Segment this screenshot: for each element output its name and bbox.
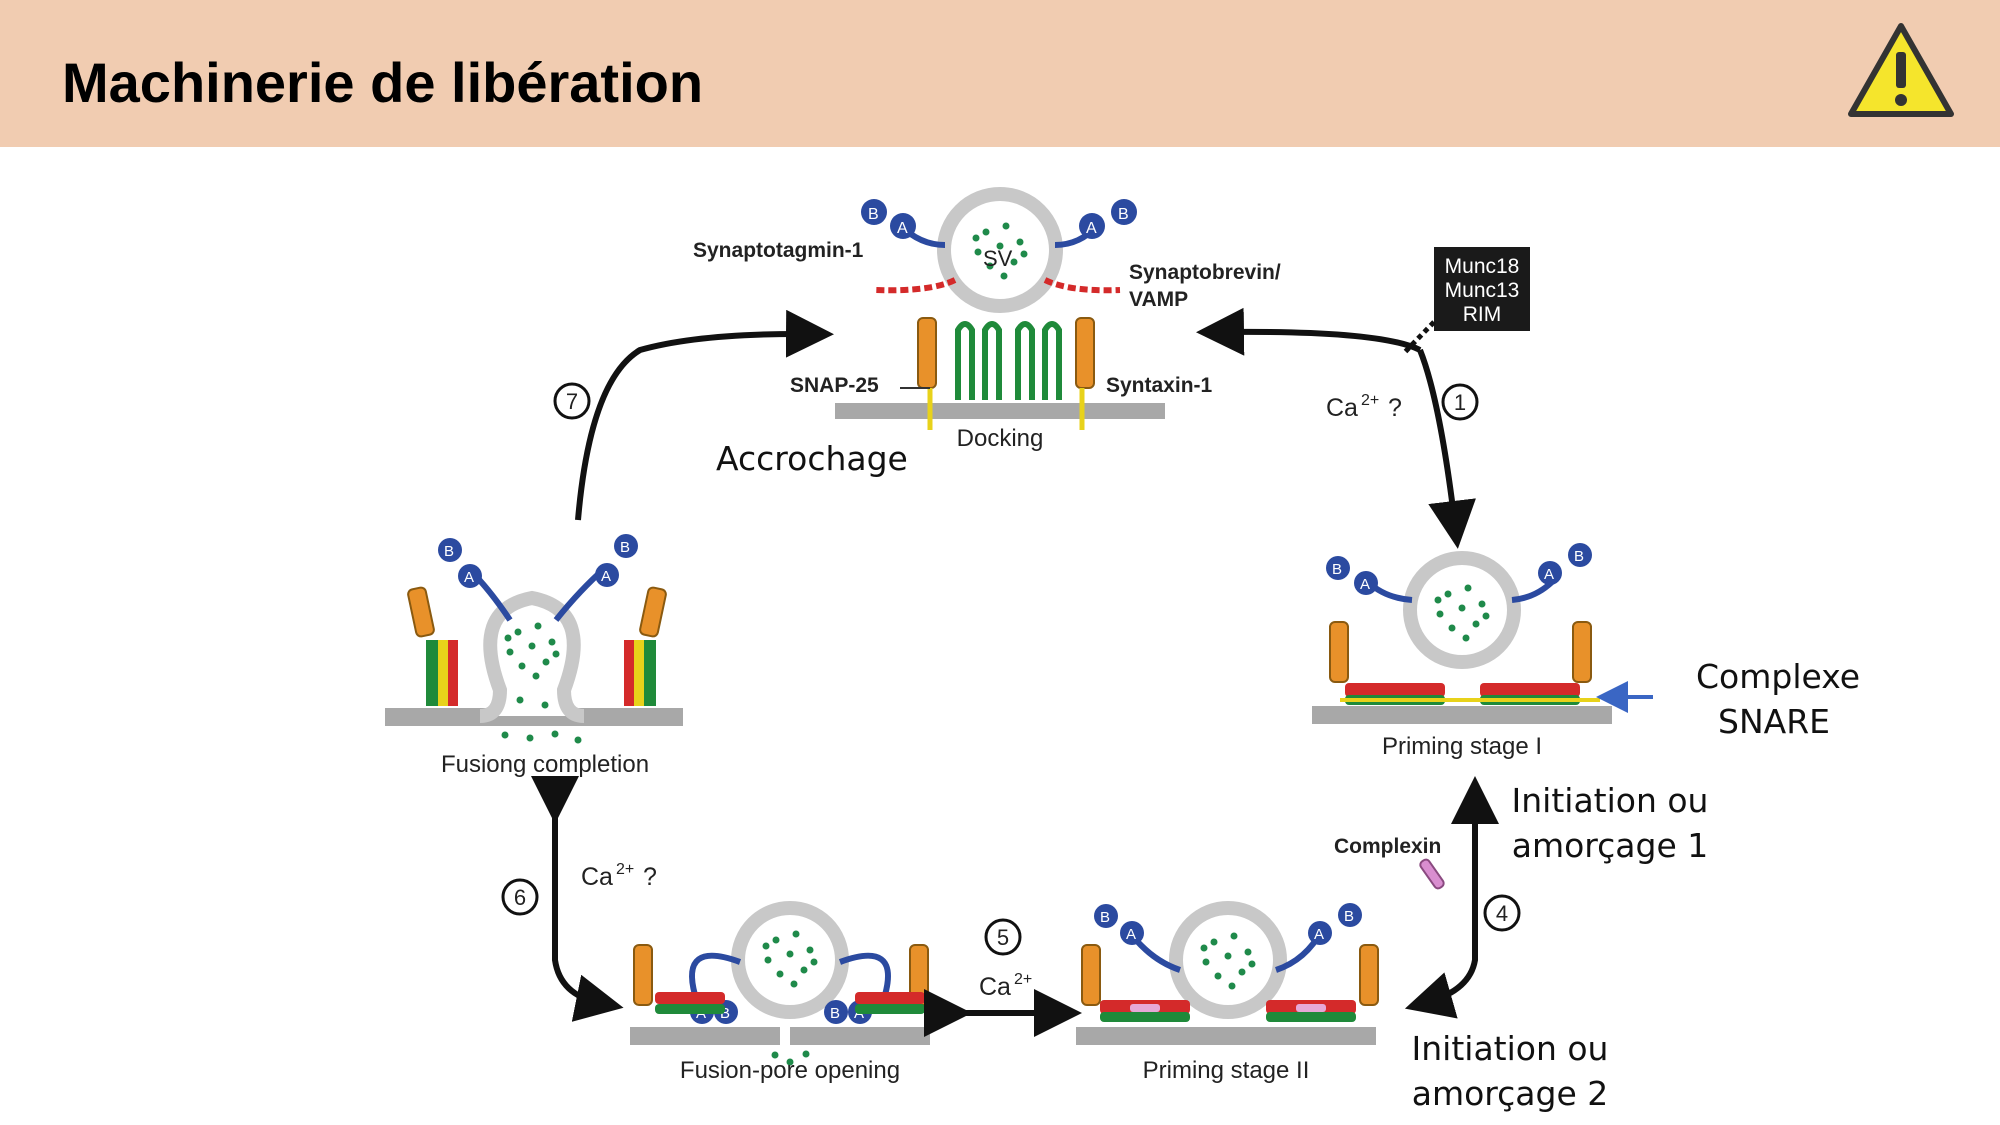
state-label-priming1: Priming stage I	[1382, 733, 1542, 760]
svg-text:1: 1	[1454, 390, 1466, 415]
priming-stage-2-state: A B A B Priming stage II	[1076, 901, 1379, 1084]
svg-text:B: B	[444, 543, 454, 560]
synaptic-vesicle	[937, 187, 1063, 313]
svg-text:B: B	[620, 539, 630, 556]
label-synaptotagmin: Synaptotagmin-1	[693, 239, 864, 262]
step-7-marker: 7	[553, 382, 591, 420]
annotation-init2-l2: amorçage 2	[1411, 1074, 1609, 1113]
svg-text:B: B	[1332, 561, 1342, 578]
svg-text:A: A	[1086, 220, 1097, 237]
munc18-label: Munc18	[1445, 255, 1520, 278]
arrow-step-6	[531, 776, 624, 1022]
step-1-marker: 1	[1441, 383, 1479, 421]
calcium-label-step6: Ca 2+ ?	[581, 861, 657, 891]
munc13-label: Munc13	[1445, 279, 1520, 302]
fusion-completion-state: A B A B Fusiong completion	[385, 534, 683, 778]
annotation-complexe-l2: SNARE	[1718, 702, 1830, 741]
svg-text:Ca: Ca	[581, 863, 613, 891]
complexin-icon	[1419, 858, 1445, 890]
calcium-label-step1: Ca 2+ ?	[1326, 392, 1402, 422]
header-bar	[0, 0, 2000, 147]
svg-text:A: A	[1360, 576, 1370, 593]
annotation-complexe-snare: Complexe SNARE	[1696, 654, 1861, 744]
svg-text:B: B	[1574, 548, 1584, 565]
annotation-initiation-2: Initiation ou amorçage 2	[1410, 1026, 1610, 1116]
annotation-accrochage: Accrochage	[716, 439, 908, 478]
svg-text:6: 6	[514, 885, 526, 910]
svg-text:B: B	[1118, 206, 1129, 223]
svg-text:4: 4	[1496, 901, 1508, 926]
state-label-pore: Fusion-pore opening	[680, 1057, 900, 1084]
svg-text:A: A	[1544, 566, 1554, 583]
label-snap25: SNAP-25	[790, 374, 879, 397]
svg-text:5: 5	[997, 925, 1009, 950]
state-label-completion: Fusiong completion	[441, 751, 649, 778]
annotation-init2-l1: Initiation ou	[1411, 1029, 1609, 1068]
svg-text:A: A	[897, 220, 908, 237]
plasma-membrane	[835, 403, 1165, 419]
svg-text:2+: 2+	[1361, 392, 1379, 409]
svg-text:B: B	[1100, 909, 1110, 926]
step-5-marker: 5	[984, 918, 1022, 956]
rim-label: RIM	[1463, 303, 1502, 326]
arrow-step-1-top	[1196, 307, 1422, 356]
svg-text:B: B	[830, 1005, 840, 1022]
arrow-step-1-down	[1417, 348, 1476, 549]
svg-text:A: A	[1314, 926, 1324, 943]
svg-text:A: A	[601, 568, 611, 585]
step-6-marker: 6	[501, 878, 539, 916]
label-syntaxin: Syntaxin-1	[1106, 374, 1213, 397]
label-complexin: Complexin	[1334, 835, 1441, 858]
label-vamp: VAMP	[1129, 288, 1188, 311]
annotation-init1-l2: amorçage 1	[1511, 826, 1709, 865]
warning-icon	[1848, 23, 1954, 117]
svg-text:A: A	[1126, 926, 1136, 943]
annotation-initiation-1: Initiation ou amorçage 1	[1510, 778, 1710, 868]
slide-title: Machinerie de libération	[62, 51, 704, 114]
state-label-priming2: Priming stage II	[1143, 1057, 1310, 1084]
calcium-label-step5: Ca 2+	[979, 971, 1032, 1001]
svg-text:A: A	[464, 569, 474, 586]
svg-text:Ca: Ca	[979, 973, 1011, 1001]
svg-text:B: B	[868, 206, 879, 223]
sv-label: SV	[983, 246, 1013, 271]
munc-box: Munc18 Munc13 RIM	[1403, 247, 1530, 354]
state-label-docking: Docking	[957, 425, 1044, 452]
arrow-step-7	[575, 309, 834, 521]
docking-state: SV A B A B Docking Synaptotagmin-1 Synap…	[693, 187, 1281, 452]
annotation-init1-l1: Initiation ou	[1511, 781, 1709, 820]
svg-text:B: B	[720, 1005, 730, 1022]
svg-text:2+: 2+	[1014, 971, 1032, 988]
svg-text:7: 7	[566, 389, 578, 414]
annotation-complexe-l1: Complexe	[1696, 657, 1861, 696]
arrow-step-4-down	[1404, 790, 1478, 1019]
label-synaptobrevin: Synaptobrevin/	[1129, 261, 1281, 284]
svg-text:?: ?	[1388, 394, 1402, 422]
svg-text:2+: 2+	[616, 861, 634, 878]
svg-text:?: ?	[643, 863, 657, 891]
priming-stage-1-state: A B A B Priming stage I	[1312, 543, 1612, 760]
fusion-pore-state: A B B A Fusion-pore opening	[630, 901, 930, 1084]
step-4-marker: 4	[1483, 894, 1521, 932]
svg-text:B: B	[1344, 908, 1354, 925]
svg-text:Ca: Ca	[1326, 394, 1358, 422]
